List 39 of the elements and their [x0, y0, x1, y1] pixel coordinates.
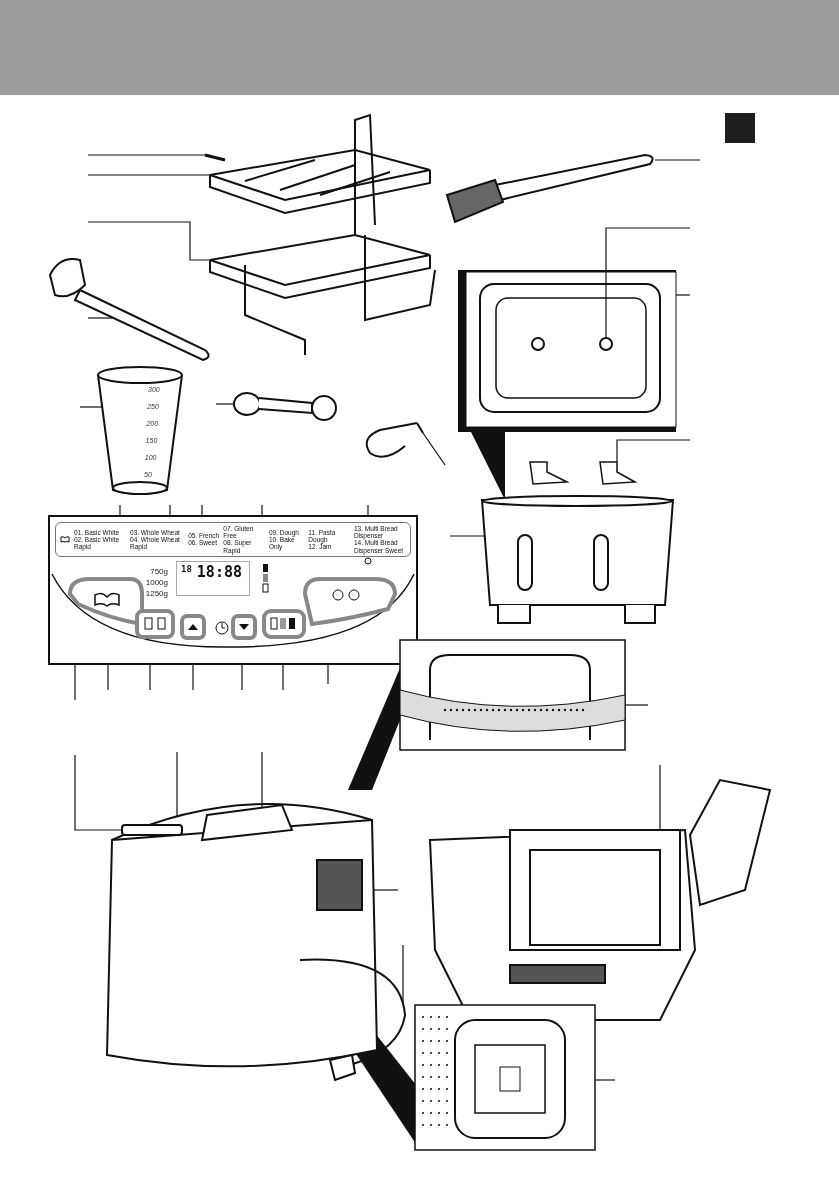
leader-line [261, 504, 263, 516]
leader-line [422, 432, 446, 466]
leader-line [261, 751, 263, 809]
leader-line [192, 664, 194, 691]
leader-line [373, 889, 399, 891]
leader-line [624, 704, 649, 706]
leader-line [87, 174, 211, 176]
leader-line [675, 294, 691, 296]
display-digits: 18 [181, 565, 192, 574]
leader-line [79, 406, 103, 408]
leader-line [74, 664, 76, 701]
leader-line [201, 504, 203, 516]
leader-line [215, 403, 235, 405]
leader-line [616, 439, 691, 463]
leader-line [74, 754, 123, 831]
leader-line [449, 535, 486, 537]
lcd-display [176, 561, 250, 596]
leader-line [87, 154, 206, 156]
leader-line [149, 664, 151, 691]
leader-line [654, 159, 701, 161]
leader-line [87, 317, 114, 319]
leader-line [176, 751, 178, 817]
control-panel [48, 515, 418, 665]
leader-line [605, 227, 691, 339]
display-digits: 18:88 [196, 565, 242, 580]
leader-line [87, 221, 211, 261]
loaf-weight-label: 750g [150, 567, 168, 576]
leader-line [119, 504, 121, 516]
leader-line [282, 664, 284, 691]
leader-line [241, 664, 243, 691]
leader-line [107, 664, 109, 691]
leader-line [367, 504, 369, 516]
leader-line [169, 504, 171, 516]
loaf-weight-label: 1250g [145, 589, 168, 598]
leader-line [402, 944, 404, 1005]
leader-line [594, 1079, 616, 1081]
leader-line [659, 764, 661, 831]
loaf-weight-label: 1000g [145, 578, 168, 587]
leader-line [327, 664, 329, 685]
